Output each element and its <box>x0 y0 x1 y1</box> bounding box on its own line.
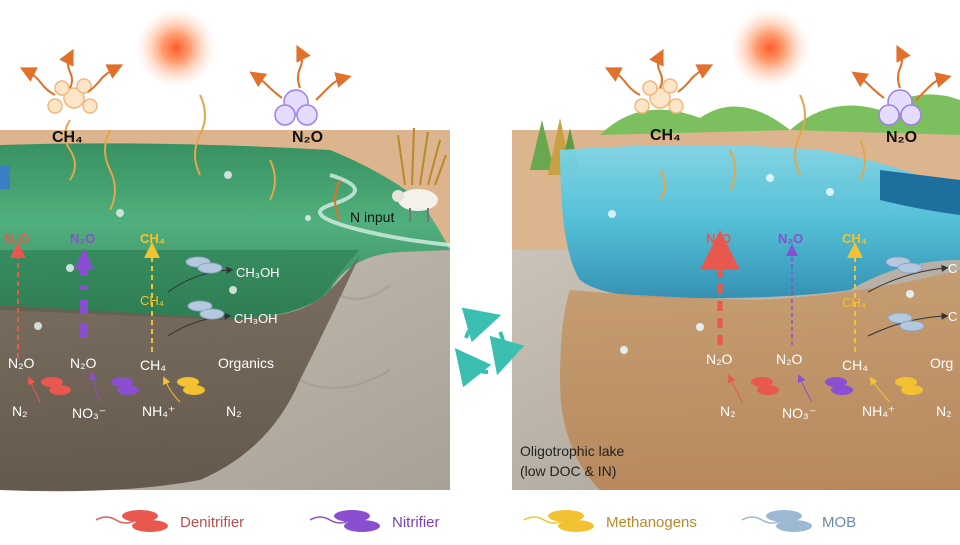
left-water-n2o-purple: N₂O <box>70 231 96 246</box>
right-water-ch4-mid: CH₄ <box>842 295 867 310</box>
right-sed-n2-2: N₂ <box>936 403 952 419</box>
left-panel <box>0 0 451 492</box>
left-water-ch3oh-lower: CH₃OH <box>234 311 278 326</box>
left-sun <box>136 8 216 88</box>
right-sed-n2o-2: N₂O <box>776 351 803 367</box>
legend-denitrifier-icon <box>95 510 168 532</box>
left-building <box>0 165 10 189</box>
left-water-ch3oh-upper: CH₃OH <box>236 265 280 280</box>
left-reeds <box>397 127 447 186</box>
left-denitrifier-bacteria <box>41 377 71 395</box>
right-caption-line1: Oligotrophic lake <box>520 443 625 459</box>
left-sheep <box>392 189 438 222</box>
left-ch4-molecule <box>47 78 98 114</box>
right-bubbles <box>608 174 914 354</box>
left-sed-no3: NO₃⁻ <box>72 405 107 421</box>
right-water-ch3oh-lower: C <box>948 309 958 324</box>
right-sun <box>730 8 810 88</box>
legend-mob-label: MOB <box>822 514 857 531</box>
left-sed-n2o-1: N₂O <box>8 355 35 371</box>
right-n2o-molecule <box>878 89 922 126</box>
right-sed-n2o-1: N₂O <box>706 351 733 367</box>
left-river <box>318 173 451 247</box>
legend-nitrifier-label: Nitrifier <box>392 514 440 531</box>
left-methanogen-bacteria <box>177 377 205 395</box>
right-atm-n2o-label: N₂O <box>886 129 918 146</box>
cycle-arrows-icon <box>454 307 525 388</box>
right-atm-ch4-label: CH₄ <box>650 127 681 144</box>
left-radiation-arrows <box>19 44 352 221</box>
right-denitrifier-bacteria <box>751 377 779 395</box>
right-sed-ch4: CH₄ <box>842 357 868 373</box>
right-mob-bacteria <box>885 256 925 332</box>
left-atm-n2o-label: N₂O <box>292 129 324 146</box>
legend-mob-icon <box>741 510 812 532</box>
left-sed-organics: Organics <box>218 355 275 371</box>
left-mob-bacteria <box>185 256 225 320</box>
right-water-ch3oh-upper: C <box>948 261 958 276</box>
left-sed-n2o-2: N₂O <box>70 355 97 371</box>
left-water-ch4-yellow: CH₄ <box>140 231 165 246</box>
left-sediment <box>0 255 360 492</box>
left-sed-nh4: NH₄⁺ <box>142 403 176 419</box>
right-radiation-arrows <box>604 44 952 201</box>
right-sed-nh4: NH₄⁺ <box>862 403 896 419</box>
legend-methanogens-icon <box>523 510 594 532</box>
right-sed-org: Org <box>930 355 954 371</box>
left-sed-n2-2: N₂ <box>226 403 242 419</box>
right-caption-line2: (low DOC & IN) <box>520 463 617 479</box>
left-bubbles <box>34 171 311 330</box>
left-water-ch4-mid: CH₄ <box>140 293 165 308</box>
right-ch4-molecule <box>634 78 684 114</box>
left-sed-ch4: CH₄ <box>140 357 166 373</box>
left-water-n2o-red: N₂O <box>4 231 30 246</box>
right-sed-no3: NO₃⁻ <box>782 405 817 421</box>
right-methanogen-bacteria <box>895 377 923 395</box>
right-nitrifier-bacteria <box>825 377 853 395</box>
right-water-n2o-red: N₂O <box>706 231 732 246</box>
right-hills <box>600 94 960 135</box>
right-panel <box>512 0 960 490</box>
legend: Denitrifier Nitrifier Methanogens MOB <box>0 504 960 538</box>
left-n2o-molecule <box>274 89 318 126</box>
left-atm-ch4-label: CH₄ <box>52 129 83 146</box>
left-n-input-label: N input <box>350 209 395 225</box>
right-water-ch4-yellow: CH₄ <box>842 231 867 246</box>
legend-denitrifier-label: Denitrifier <box>180 514 245 531</box>
legend-methanogens-label: Methanogens <box>606 514 697 531</box>
legend-nitrifier-icon <box>309 510 380 532</box>
left-sed-n2-1: N₂ <box>12 403 28 419</box>
left-nitrifier-bacteria <box>111 377 139 395</box>
right-water-n2o-purple: N₂O <box>778 231 804 246</box>
right-sed-n2-1: N₂ <box>720 403 736 419</box>
right-lake-water <box>560 145 960 299</box>
